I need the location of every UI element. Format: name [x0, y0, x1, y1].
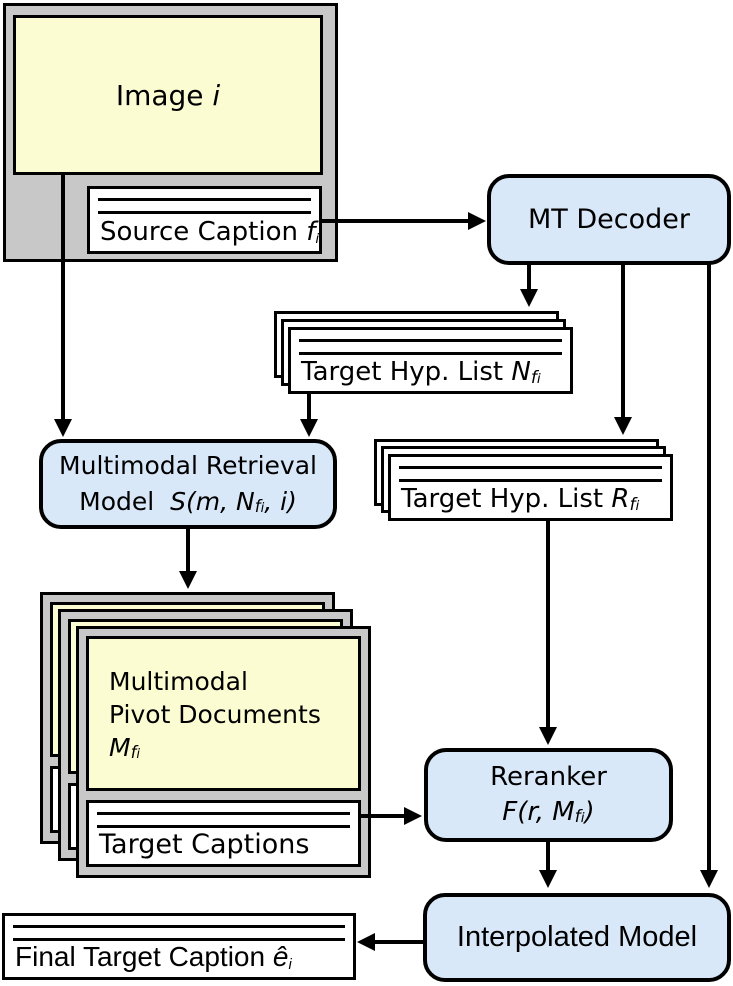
ruled-line	[299, 339, 562, 342]
pivot-document-front-card: Multimodal Pivot Documents Mfi Target Ca…	[76, 626, 371, 878]
image-label: Image i	[115, 78, 221, 112]
interpolated-model-label: Interpolated Model	[456, 921, 698, 953]
hyp-list-r-label: Target Hyp. List Rfi	[401, 484, 640, 515]
hyp-list-n-label: Target Hyp. List Nfi	[301, 357, 541, 388]
arrow-image-to-retrieval-head	[54, 419, 72, 437]
arrow-hypr-to-reranker-head	[539, 727, 557, 745]
arrow-hypr-to-reranker-line	[546, 521, 550, 729]
ruled-line	[98, 211, 311, 214]
retrieval-model-line2: Model S(m, Nfi, i)	[79, 487, 297, 517]
ruled-line	[13, 938, 345, 941]
arrow-hypn-to-retrieval-line	[307, 394, 311, 421]
multimodal-retrieval-model-node: Multimodal Retrieval Model S(m, Nfi, i)	[39, 439, 337, 529]
arrow-image-to-retrieval-line	[61, 175, 65, 421]
arrow-mtdecoder-to-interpolated-line	[707, 261, 711, 872]
arrow-mtdecoder-to-hypr-head	[614, 417, 632, 435]
arrow-caption-to-mtdecoder-head	[468, 212, 486, 230]
ruled-line	[299, 352, 562, 355]
mt-decoder-label: MT Decoder	[528, 204, 690, 235]
arrow-retrieval-to-pivot-line	[186, 529, 190, 573]
pivot-docs-line1: Multimodal	[109, 667, 248, 696]
image-region: Image i	[13, 15, 323, 175]
source-caption-box: Source Caption fi	[87, 186, 322, 254]
arrow-hypn-to-retrieval-head	[300, 419, 318, 437]
arrow-interpolated-to-final-head	[357, 933, 375, 951]
interpolated-model-node: Interpolated Model	[423, 893, 731, 982]
arrow-reranker-to-interpolated-line	[546, 842, 550, 872]
ruled-line	[13, 925, 345, 928]
arrow-mtdecoder-to-hypn-line	[527, 263, 531, 291]
arrow-mtdecoder-to-hypn-head	[520, 289, 538, 307]
target-captions-label: Target Captions	[99, 829, 310, 861]
reranker-line1: Reranker	[490, 762, 607, 792]
ruled-line	[97, 812, 350, 815]
pivot-docs-math: Mfi	[109, 733, 141, 763]
ruled-line	[399, 466, 662, 469]
ruled-line	[98, 198, 311, 201]
arrow-captions-to-reranker-line	[359, 814, 405, 818]
hyp-list-n-front-sheet: Target Hyp. List Nfi	[288, 327, 573, 394]
arrow-interpolated-to-final-line	[373, 940, 423, 944]
reranker-node: Reranker F(r, Mfi)	[424, 748, 673, 842]
ruled-line	[399, 479, 662, 482]
ruled-line	[97, 825, 350, 828]
retrieval-model-line1: Multimodal Retrieval	[59, 451, 317, 480]
final-target-caption-box: Final Target Caption êi	[2, 913, 356, 980]
arrow-mtdecoder-to-interpolated-head	[700, 870, 718, 888]
hyp-list-r-front-sheet: Target Hyp. List Rfi	[388, 454, 673, 521]
arrow-reranker-to-interpolated-head	[539, 870, 557, 888]
final-target-caption-label: Final Target Caption êi	[15, 941, 292, 973]
arrow-captions-to-reranker-head	[404, 807, 422, 825]
source-caption-label: Source Caption fi	[100, 217, 320, 248]
pivot-docs-line2: Pivot Documents	[109, 700, 321, 729]
arrow-retrieval-to-pivot-head	[179, 571, 197, 589]
arrow-caption-to-mtdecoder-line	[322, 219, 470, 223]
reranker-math: F(r, Mfi)	[502, 797, 595, 828]
arrow-mtdecoder-to-hypr-line	[621, 263, 625, 419]
pivot-front-caption-strip: Target Captions	[86, 800, 361, 867]
pivot-front-image-region: Multimodal Pivot Documents Mfi	[86, 636, 361, 791]
mt-decoder-node: MT Decoder	[487, 174, 731, 265]
